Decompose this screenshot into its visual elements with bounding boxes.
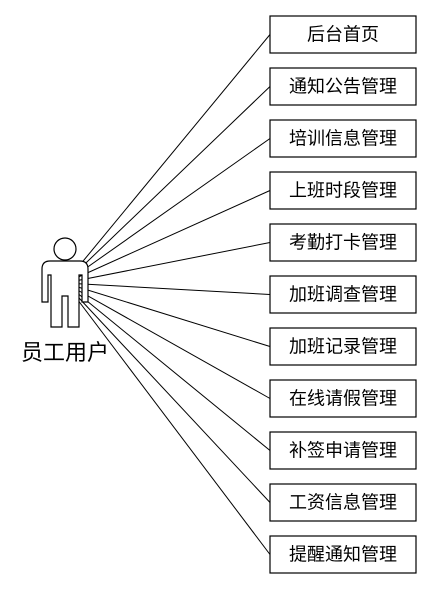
use-case-label: 加班记录管理 [289,337,397,358]
association-line [64,138,271,284]
use-case-rect [269,379,417,418]
use-case-rect [269,431,417,470]
association-line [64,282,271,399]
use-case-box: 在线请假管理 [269,379,417,418]
use-case-label: 补签申请管理 [289,441,397,462]
use-case-rect [269,535,417,574]
use-case-label: 后台首页 [307,25,379,46]
use-case-rect [269,275,417,314]
use-case-rect [269,223,417,262]
use-case-box: 上班时段管理 [269,171,417,210]
use-case-label: 考勤打卡管理 [289,233,397,254]
association-line [64,190,271,284]
use-case-rect [269,119,417,158]
association-line [64,282,271,503]
association-line [64,242,271,284]
association-line [64,282,271,347]
use-case-box: 培训信息管理 [269,119,417,158]
use-case-label: 工资信息管理 [289,493,397,514]
use-case-label: 提醒通知管理 [289,545,397,566]
use-case-box: 工资信息管理 [269,483,417,522]
use-case-label: 通知公告管理 [289,77,397,98]
association-line [64,282,271,555]
use-case-box: 后台首页 [269,15,417,54]
use-case-rect [269,483,417,522]
use-case-rect [269,327,417,366]
use-case-box: 考勤打卡管理 [269,223,417,262]
actor-body [41,260,89,328]
actor-figure: 员工用户 [21,237,109,366]
use-case-rect [269,67,417,106]
use-case-box: 提醒通知管理 [269,535,417,574]
use-case-box: 加班记录管理 [269,327,417,366]
use-case-box: 通知公告管理 [269,67,417,106]
association-line [64,282,271,295]
actor-label: 员工用户 [21,341,109,366]
use-case-rect [269,171,417,210]
association-line [64,34,271,284]
use-case-boxes: 后台首页通知公告管理培训信息管理上班时段管理考勤打卡管理加班调查管理加班记录管理… [269,15,417,574]
use-case-box: 补签申请管理 [269,431,417,470]
use-case-rect [269,15,417,54]
use-case-box: 加班调查管理 [269,275,417,314]
use-case-label: 加班调查管理 [289,285,397,306]
use-case-label: 上班时段管理 [289,181,397,202]
association-line [64,86,271,284]
use-case-label: 培训信息管理 [289,129,397,150]
association-line [64,282,271,451]
actor-head [53,237,77,261]
use-case-label: 在线请假管理 [289,389,397,410]
association-lines [64,34,271,555]
